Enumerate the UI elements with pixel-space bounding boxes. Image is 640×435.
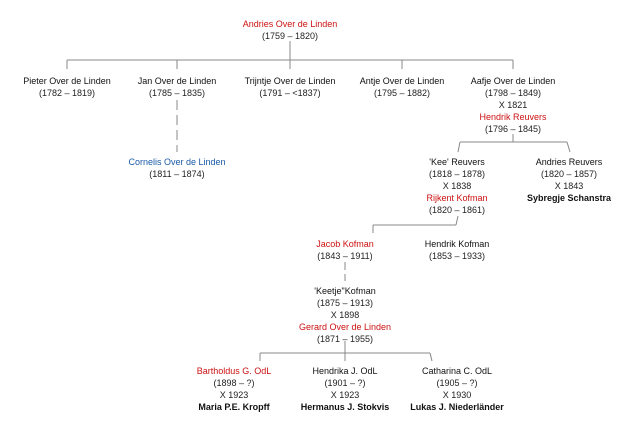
gen2-person-kee: 'Kee' Reuvers (1818 – 1878) X 1838 Rijke… xyxy=(426,156,487,216)
spouse-name: Sybregje Schanstra xyxy=(526,193,612,203)
spouse-name: Hendrik Reuvers xyxy=(479,112,547,122)
person-years: (1843 – 1911) xyxy=(317,251,373,261)
marriage-year: X 1821 xyxy=(498,100,528,110)
marriage-year: X 1923 xyxy=(219,390,249,400)
cornelis-person: Cornelis Over de Linden (1811 – 1874) xyxy=(128,156,225,180)
gen5-person-bartholdus: Bartholdus G. OdL (1898 – ?) X 1923 Mari… xyxy=(197,365,272,413)
spouse-name: Rijkent Kofman xyxy=(426,193,488,203)
person-years: (1818 – 1878) xyxy=(428,169,486,179)
root-person: Andries Over de Linden (1759 – 1820) xyxy=(243,18,338,42)
person-name: 'Kee' Reuvers xyxy=(429,157,485,167)
marriage-year: X 1843 xyxy=(554,181,584,191)
person-years: (1785 – 1835) xyxy=(148,88,206,98)
gen5-person-hendrika: Hendrika J. OdL (1901 – ?) X 1923 Herman… xyxy=(301,365,390,413)
person-years: (1820 – 1857) xyxy=(540,169,598,179)
person-name: Andries Over de Linden xyxy=(242,19,338,29)
gen3-person-jacob: Jacob Kofman (1843 – 1911) xyxy=(316,238,374,262)
person-name: Catharina C. OdL xyxy=(421,366,493,376)
person-name: 'Keetje"Kofman xyxy=(314,286,376,296)
gen1-person-aafje: Aafje Over de Linden (1798 – 1849) X 182… xyxy=(471,75,556,135)
person-years: (1759 – 1820) xyxy=(261,31,319,41)
person-years: (1901 – ?) xyxy=(324,378,366,388)
person-years: (1795 – 1882) xyxy=(373,88,431,98)
gen1-person-antje: Antje Over de Linden (1795 – 1882) xyxy=(360,75,445,99)
person-name: Jan Over de Linden xyxy=(137,76,217,86)
person-name: Pieter Over de Linden xyxy=(23,76,111,86)
gen1-person-jan: Jan Over de Linden (1785 – 1835) xyxy=(138,75,217,99)
spouse-years: (1871 – 1955) xyxy=(316,334,374,344)
person-years: (1853 – 1933) xyxy=(428,251,486,261)
spouse-years: (1796 – 1845) xyxy=(484,124,542,134)
person-years: (1905 – ?) xyxy=(436,378,478,388)
person-name: Cornelis Over de Linden xyxy=(128,157,226,167)
person-name: Jacob Kofman xyxy=(316,239,374,249)
person-years: (1811 – 1874) xyxy=(149,169,205,179)
person-years: (1798 – 1849) xyxy=(484,88,542,98)
spouse-name: Lukas J. Niederländer xyxy=(410,402,504,412)
person-name: Trijntje Over de Linden xyxy=(244,76,336,86)
person-name: Aafje Over de Linden xyxy=(470,76,556,86)
marriage-year: X 1898 xyxy=(330,310,360,320)
spouse-name: Hermanus J. Stokvis xyxy=(300,402,390,412)
spouse-years: (1820 – 1861) xyxy=(428,205,486,215)
spouse-name: Maria P.E. Kropff xyxy=(198,402,270,412)
person-years: (1791 – <1837) xyxy=(259,88,321,98)
person-years: (1898 – ?) xyxy=(213,378,255,388)
gen1-person-pieter: Pieter Over de Linden (1782 – 1819) xyxy=(23,75,111,99)
gen3-person-hendrik: Hendrik Kofman (1853 – 1933) xyxy=(425,238,490,262)
person-name: Bartholdus G. OdL xyxy=(196,366,272,376)
person-name: Antje Over de Linden xyxy=(359,76,445,86)
person-years: (1782 – 1819) xyxy=(38,88,96,98)
person-name: Hendrika J. OdL xyxy=(312,366,378,376)
marriage-year: X 1838 xyxy=(442,181,472,191)
gen2-person-andries: Andries Reuvers (1820 – 1857) X 1843 Syb… xyxy=(527,156,611,204)
person-years: (1875 – 1913) xyxy=(316,298,374,308)
gen4-person-keetje: 'Keetje"Kofman (1875 – 1913) X 1898 Gera… xyxy=(299,285,391,345)
gen5-person-catharina: Catharina C. OdL (1905 – ?) X 1930 Lukas… xyxy=(410,365,504,413)
person-name: Hendrik Kofman xyxy=(424,239,490,249)
person-name: Andries Reuvers xyxy=(535,157,603,167)
spouse-name: Gerard Over de Linden xyxy=(298,322,392,332)
marriage-year: X 1930 xyxy=(442,390,472,400)
marriage-year: X 1923 xyxy=(330,390,360,400)
gen1-person-trijntje: Trijntje Over de Linden (1791 – <1837) xyxy=(245,75,336,99)
